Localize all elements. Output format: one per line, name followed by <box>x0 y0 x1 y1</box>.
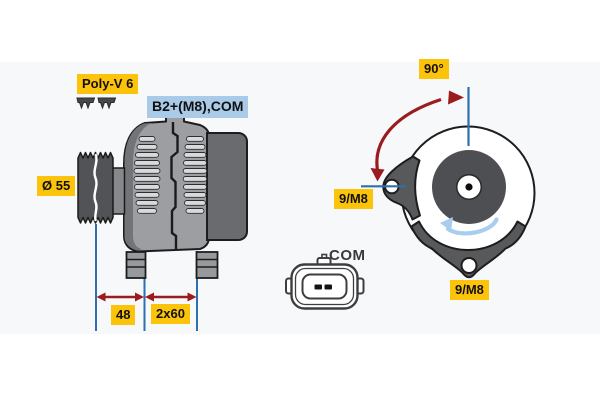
pulley-diameter-label: Ø 55 <box>37 176 76 197</box>
alternator-side-view <box>76 97 248 279</box>
dim-2x60-label: 2x60 <box>151 304 190 325</box>
connector-inner-wall <box>294 267 355 306</box>
belt-type-label: Poly-V 6 <box>77 74 139 95</box>
pulley <box>77 151 114 224</box>
angle-90-label: 90° <box>419 59 449 80</box>
dimension-arrow-48 <box>96 292 144 302</box>
housing-seam <box>170 122 179 250</box>
cooling-fins <box>133 136 208 214</box>
rotation-arrow-icon <box>440 217 499 236</box>
mount-ear-left <box>382 155 421 221</box>
alternator-rear-view <box>361 87 536 279</box>
connector-pins <box>314 284 332 290</box>
belt-profile-icon <box>76 97 117 110</box>
mount-hole-bottom <box>460 257 478 274</box>
mounting-feet <box>125 251 219 279</box>
rear-cover-block <box>206 132 248 241</box>
angle-arc-arrow-icon <box>370 90 464 182</box>
mount-bottom-label: 9/M8 <box>450 280 489 301</box>
pulley-break-line <box>93 153 98 222</box>
dim-48-label: 48 <box>111 305 136 326</box>
dimension-arrow-2x60 <box>145 292 197 302</box>
angle-reference-lines <box>361 87 470 188</box>
shaft-center-dot <box>465 183 473 191</box>
com-connector <box>285 253 365 310</box>
com-connector-label: COM <box>329 247 366 264</box>
mount-left-label: 9/M8 <box>334 189 373 210</box>
housing-left-shade <box>124 123 152 251</box>
shaft-hub <box>111 167 126 215</box>
terminal-label: B2+(M8),COM <box>147 96 249 118</box>
